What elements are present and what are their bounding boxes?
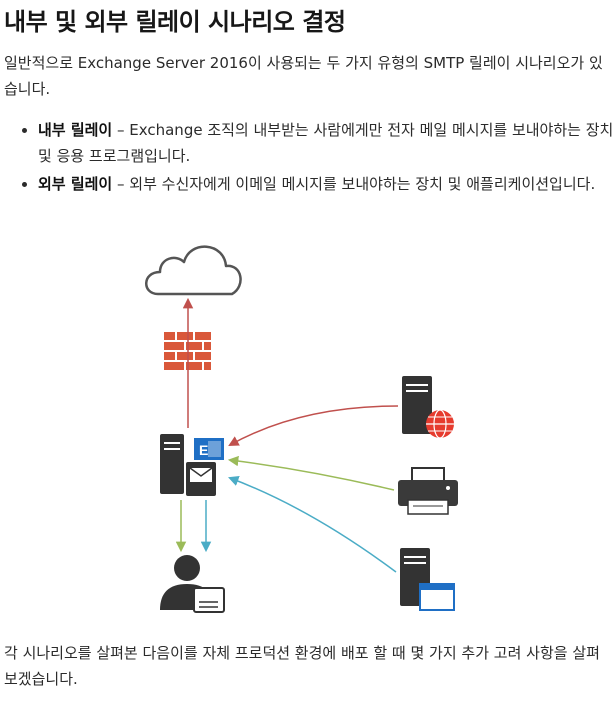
arrow-from-printer: [227, 455, 395, 491]
cloud-icon: [145, 245, 242, 296]
list-item-external-relay: 외부 릴레이 – 외부 수신자에게 이메일 메시지를 보내야하는 장치 및 애플…: [38, 171, 615, 197]
bullet-term: 내부 릴레이: [38, 121, 113, 139]
svg-text:E: E: [199, 442, 208, 458]
flow-arrows: [175, 297, 399, 573]
list-item-internal-relay: 내부 릴레이 – Exchange 조직의 내부받는 사람에게만 전자 메일 메…: [38, 117, 615, 169]
bullet-term: 외부 릴레이: [38, 175, 113, 193]
user-mail-icon: [160, 555, 225, 613]
intro-paragraph: 일반적으로 Exchange Server 2016이 사용되는 두 가지 유형…: [4, 54, 603, 98]
exchange-server-icon: E: [160, 434, 224, 496]
relay-diagram: E: [145, 245, 458, 613]
arrow-from-web-server: [228, 405, 399, 447]
app-server-icon: [400, 548, 455, 611]
web-server-icon: [402, 376, 454, 439]
printer-icon: [398, 467, 458, 515]
firewall-icon: [164, 332, 211, 370]
bullet-text: – 외부 수신자에게 이메일 메시지를 보내야하는 장치 및 애플리케이션입니다…: [112, 175, 596, 193]
arrow-from-app-server: [228, 476, 397, 573]
bullet-text: – Exchange 조직의 내부받는 사람에게만 전자 메일 메시지를 보내야…: [38, 121, 614, 165]
page-title: 내부 및 외부 릴레이 시나리오 결정: [4, 8, 346, 36]
outro-paragraph: 각 시나리오를 살펴본 다음이를 자체 프로덕션 환경에 배포 할 때 몇 가지…: [4, 644, 600, 688]
relay-types-list: 내부 릴레이 – Exchange 조직의 내부받는 사람에게만 전자 메일 메…: [20, 117, 615, 199]
